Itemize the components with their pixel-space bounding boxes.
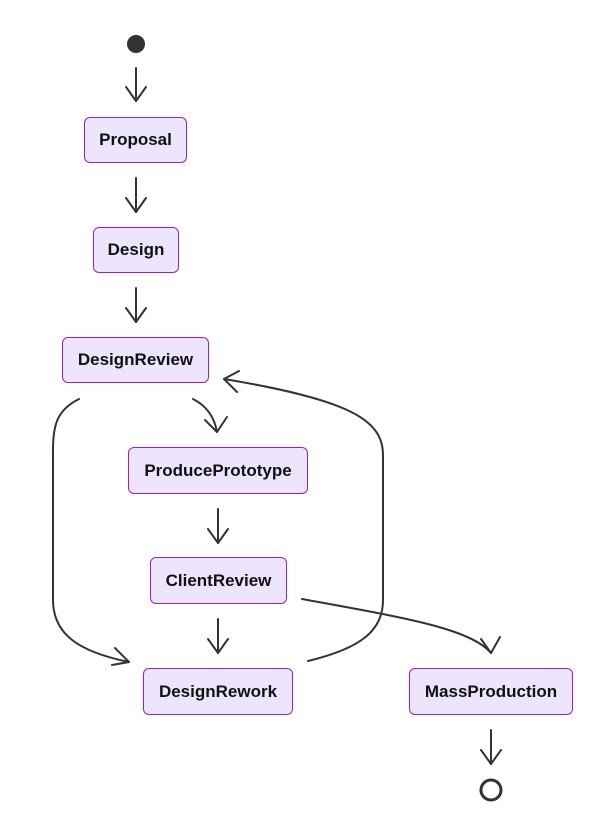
state-produce-prototype[interactable]: ProducePrototype <box>128 447 308 494</box>
state-proposal[interactable]: Proposal <box>84 117 187 163</box>
transition-massproduction-end <box>480 729 502 765</box>
transition-proposal-design <box>125 177 147 213</box>
transition-clientreview-massproduction <box>301 598 501 654</box>
state-client-review[interactable]: ClientReview <box>150 557 287 604</box>
state-design[interactable]: Design <box>93 227 179 273</box>
transition-designreview-produceprototype <box>192 398 228 433</box>
transition-designrework-designreview <box>223 370 384 662</box>
state-design-review[interactable]: DesignReview <box>62 337 209 383</box>
transition-designreview-designrework <box>52 398 130 666</box>
state-design-rework[interactable]: DesignRework <box>143 668 293 715</box>
transition-clientreview-designrework <box>207 618 229 654</box>
start-state <box>127 35 145 53</box>
transition-start-proposal <box>125 67 147 102</box>
transition-produceprototype-clientreview <box>207 508 229 544</box>
state-mass-production[interactable]: MassProduction <box>409 668 573 715</box>
transition-design-designreview <box>125 287 147 323</box>
end-state <box>479 778 503 802</box>
